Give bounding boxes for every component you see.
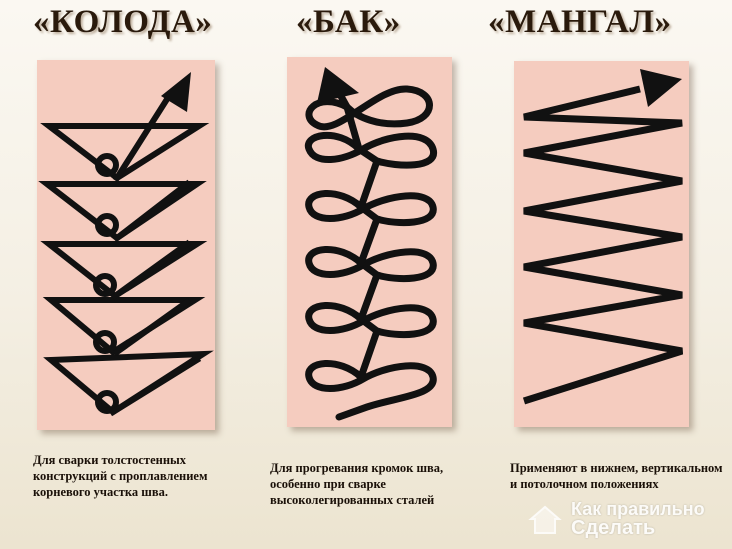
kolodа-pattern-drawing [38, 72, 214, 417]
house-icon [528, 505, 562, 534]
kolodа-triangle-2 [38, 181, 207, 242]
bak-arrow-head [317, 67, 359, 103]
kolodа-caption: Для сварки толстостенных конструкций с п… [33, 453, 208, 499]
mangal-title: «МАНГАЛ» [488, 4, 672, 40]
kolodа-pattern-panel [37, 60, 215, 430]
kolodа-circle-5 [95, 390, 119, 414]
bak-loop-row-6 [305, 360, 437, 421]
mangal-caption: Применяют в нижнем, вертикальном и потол… [510, 461, 723, 491]
bak-connector [343, 103, 381, 381]
kolodа-title: «КОЛОДА» [33, 4, 213, 40]
mangal-arrow-head [640, 69, 682, 107]
kolodа-triangle-1 [40, 123, 210, 182]
mangal-pattern-panel [514, 61, 689, 427]
bak-loop-row-3 [305, 190, 437, 227]
kolodа-arrow-head [161, 72, 191, 112]
kolodа-circle-2 [95, 213, 119, 237]
bak-caption: Для прогревания кромок шва, особенно при… [270, 461, 444, 507]
bak-loop-row-2 [304, 131, 437, 169]
bak-pattern-panel [287, 57, 452, 427]
bak-loop-row-5 [305, 302, 437, 339]
bak-title: «БАК» [296, 4, 401, 40]
watermark-line2: Сделать [571, 517, 656, 539]
bak-pattern-drawing [304, 67, 437, 421]
kolodа-circle-1 [95, 153, 119, 177]
kolodа-circle-3 [93, 273, 117, 297]
kolodа-circle-4 [93, 330, 117, 354]
mangal-pattern-drawing [522, 69, 684, 405]
bak-loop-row-1 [305, 85, 433, 131]
watermark-logo: Как правильно Сделать [527, 497, 727, 543]
bak-loop-row-4 [305, 246, 437, 283]
kolodа-diagonal [108, 91, 202, 417]
mangal-zigzag [522, 85, 684, 405]
watermark-line1: Как правильно [571, 499, 705, 519]
